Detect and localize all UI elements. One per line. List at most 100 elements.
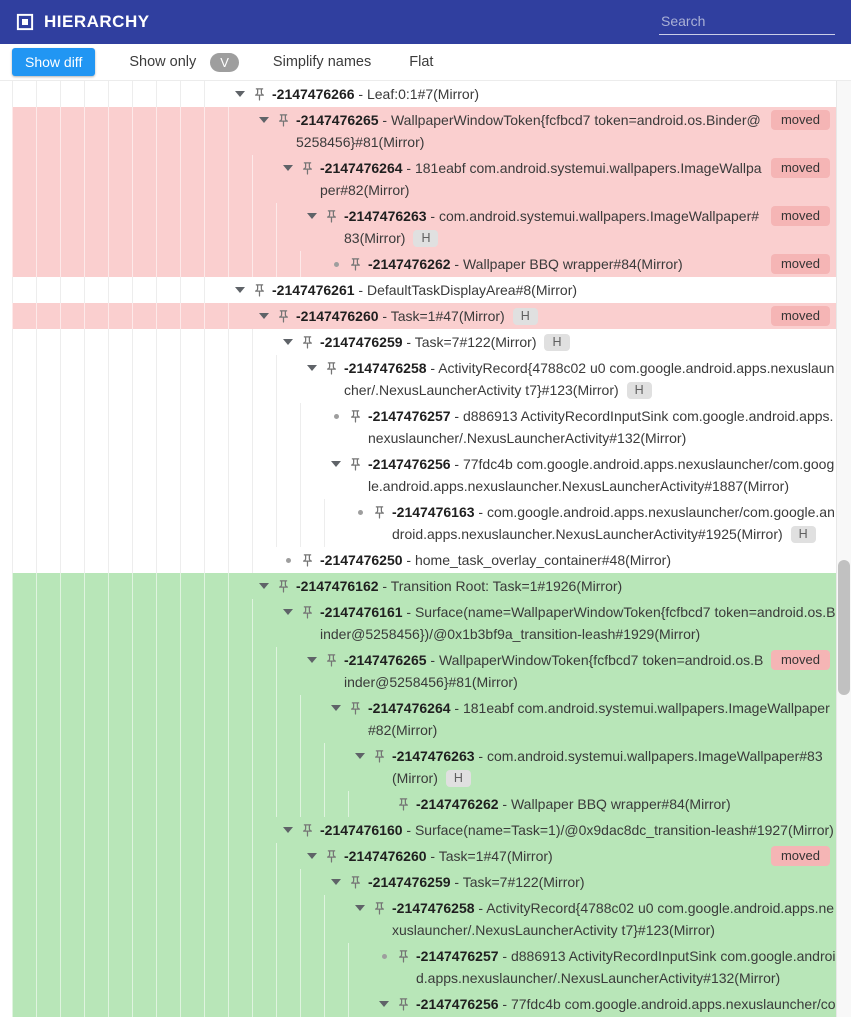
moved-badge: moved [770, 110, 830, 130]
expand-arrow-icon[interactable] [276, 601, 300, 623]
pin-icon[interactable] [396, 993, 416, 1015]
expand-arrow-icon[interactable] [324, 453, 348, 475]
node-description: - Transition Root: Task=1#1926(Mirror) [378, 578, 623, 594]
node-label: -2147476262 - Wallpaper BBQ wrapper#84(M… [368, 253, 836, 275]
expand-arrow-icon[interactable] [276, 819, 300, 841]
pin-icon[interactable] [348, 405, 368, 427]
pin-icon[interactable] [300, 601, 320, 623]
pin-icon[interactable] [372, 501, 392, 523]
node-label: -2147476257 - d886913 ActivityRecordInpu… [416, 945, 836, 989]
moved-badge: moved [770, 206, 830, 226]
simplify-names-button[interactable]: Simplify names [269, 48, 375, 76]
node-id: -2147476262 [368, 256, 451, 272]
tree-node[interactable]: -2147476257 - d886913 ActivityRecordInpu… [12, 943, 836, 991]
tree-node[interactable]: -2147476263 - com.android.systemui.wallp… [12, 743, 836, 791]
pin-icon[interactable] [396, 793, 416, 815]
expand-arrow-icon[interactable] [276, 157, 300, 179]
app-header: HIERARCHY [0, 0, 851, 44]
expand-arrow-icon[interactable] [228, 83, 252, 105]
tree-node[interactable]: -2147476161 - Surface(name=WallpaperWind… [12, 599, 836, 647]
tree-node[interactable]: -2147476261 - DefaultTaskDisplayArea#8(M… [12, 277, 836, 303]
pin-icon[interactable] [300, 549, 320, 571]
expand-arrow-icon[interactable] [252, 305, 276, 327]
pin-icon[interactable] [348, 697, 368, 719]
node-label: -2147476257 - d886913 ActivityRecordInpu… [368, 405, 836, 449]
expand-arrow-icon[interactable] [324, 871, 348, 893]
tree-node[interactable]: -2147476257 - d886913 ActivityRecordInpu… [12, 403, 836, 451]
tree-node[interactable]: -2147476258 - ActivityRecord{4788c02 u0 … [12, 895, 836, 943]
tree-node[interactable]: -2147476163 - com.google.android.apps.ne… [12, 499, 836, 547]
hardware-badge: H [626, 382, 652, 399]
pin-icon[interactable] [276, 305, 296, 327]
pin-icon[interactable] [252, 279, 272, 301]
show-diff-button[interactable]: Show diff [12, 48, 96, 76]
scrollbar-thumb[interactable] [838, 560, 850, 695]
node-label: -2147476265 - WallpaperWindowToken{fcfbc… [296, 109, 836, 153]
pin-icon[interactable] [276, 575, 296, 597]
expand-arrow-icon[interactable] [348, 897, 372, 919]
pin-icon[interactable] [324, 845, 344, 867]
pin-icon[interactable] [348, 871, 368, 893]
node-description: - 181eabf com.android.systemui.wallpaper… [320, 160, 762, 198]
node-label: -2147476266 - Leaf:0:1#7(Mirror) [272, 83, 836, 105]
hardware-badge: H [413, 230, 439, 247]
tree-node[interactable]: -2147476258 - ActivityRecord{4788c02 u0 … [12, 355, 836, 403]
tree-node[interactable]: -2147476264 - 181eabf com.android.system… [12, 695, 836, 743]
expand-arrow-icon[interactable] [252, 575, 276, 597]
pin-icon[interactable] [348, 453, 368, 475]
pin-icon[interactable] [396, 945, 416, 967]
pin-icon[interactable] [324, 357, 344, 379]
tree-node[interactable]: -2147476263 - com.android.systemui.wallp… [12, 203, 836, 251]
flat-button[interactable]: Flat [405, 48, 437, 76]
show-only-button[interactable]: Show only [125, 48, 200, 76]
tree-node[interactable]: -2147476265 - WallpaperWindowToken{fcfbc… [12, 647, 836, 695]
pin-icon[interactable] [300, 331, 320, 353]
search-input[interactable] [659, 9, 835, 35]
tree-node[interactable]: -2147476160 - Surface(name=Task=1)/@0x9d… [12, 817, 836, 843]
pin-icon[interactable] [324, 205, 344, 227]
expand-arrow-icon[interactable] [300, 649, 324, 671]
tree-node[interactable]: -2147476259 - Task=7#122(Mirror)H [12, 329, 836, 355]
node-id: -2147476257 [368, 408, 451, 424]
tree-node[interactable]: -2147476250 - home_task_overlay_containe… [12, 547, 836, 573]
tree-node[interactable]: -2147476256 - 77fdc4b com.google.android… [12, 451, 836, 499]
node-id: -2147476264 [320, 160, 403, 176]
scrollbar[interactable] [836, 81, 851, 1017]
pin-icon[interactable] [276, 109, 296, 131]
tree-node[interactable]: -2147476162 - Transition Root: Task=1#19… [12, 573, 836, 599]
tree-container: -2147476266 - Leaf:0:1#7(Mirror) -2147476… [0, 81, 851, 1017]
expand-arrow-icon[interactable] [348, 745, 372, 767]
node-description: - Task=7#122(Mirror) [402, 334, 537, 350]
expand-arrow-icon[interactable] [252, 109, 276, 131]
node-label: -2147476258 - ActivityRecord{4788c02 u0 … [344, 357, 836, 401]
expand-arrow-icon[interactable] [228, 279, 252, 301]
tree-node[interactable]: -2147476262 - Wallpaper BBQ wrapper#84(M… [12, 251, 836, 277]
expand-arrow-icon[interactable] [300, 845, 324, 867]
expand-arrow-icon[interactable] [300, 357, 324, 379]
pin-icon[interactable] [372, 745, 392, 767]
pin-icon[interactable] [300, 819, 320, 841]
pin-icon[interactable] [348, 253, 368, 275]
pin-icon[interactable] [324, 649, 344, 671]
pin-icon[interactable] [300, 157, 320, 179]
pin-icon[interactable] [372, 897, 392, 919]
expand-arrow-icon[interactable] [276, 331, 300, 353]
expand-arrow-icon[interactable] [300, 205, 324, 227]
tree-node[interactable]: -2147476264 - 181eabf com.android.system… [12, 155, 836, 203]
tree-node[interactable]: -2147476256 - 77fdc4b com.google.android… [12, 991, 836, 1017]
node-id: -2147476259 [368, 874, 451, 890]
expand-arrow-icon[interactable] [372, 993, 396, 1015]
show-only-v-chip[interactable]: V [210, 52, 239, 72]
node-id: -2147476163 [392, 504, 475, 520]
tree-node[interactable]: -2147476266 - Leaf:0:1#7(Mirror) [12, 81, 836, 107]
tree-node[interactable]: -2147476262 - Wallpaper BBQ wrapper#84(M… [12, 791, 836, 817]
node-id: -2147476260 [344, 848, 427, 864]
hardware-badge: H [790, 526, 816, 543]
tree-node[interactable]: -2147476265 - WallpaperWindowToken{fcfbc… [12, 107, 836, 155]
pin-icon[interactable] [252, 83, 272, 105]
node-id: -2147476160 [320, 822, 403, 838]
tree-node[interactable]: -2147476260 - Task=1#47(Mirror)moved [12, 843, 836, 869]
expand-arrow-icon[interactable] [324, 697, 348, 719]
tree-node[interactable]: -2147476259 - Task=7#122(Mirror) [12, 869, 836, 895]
